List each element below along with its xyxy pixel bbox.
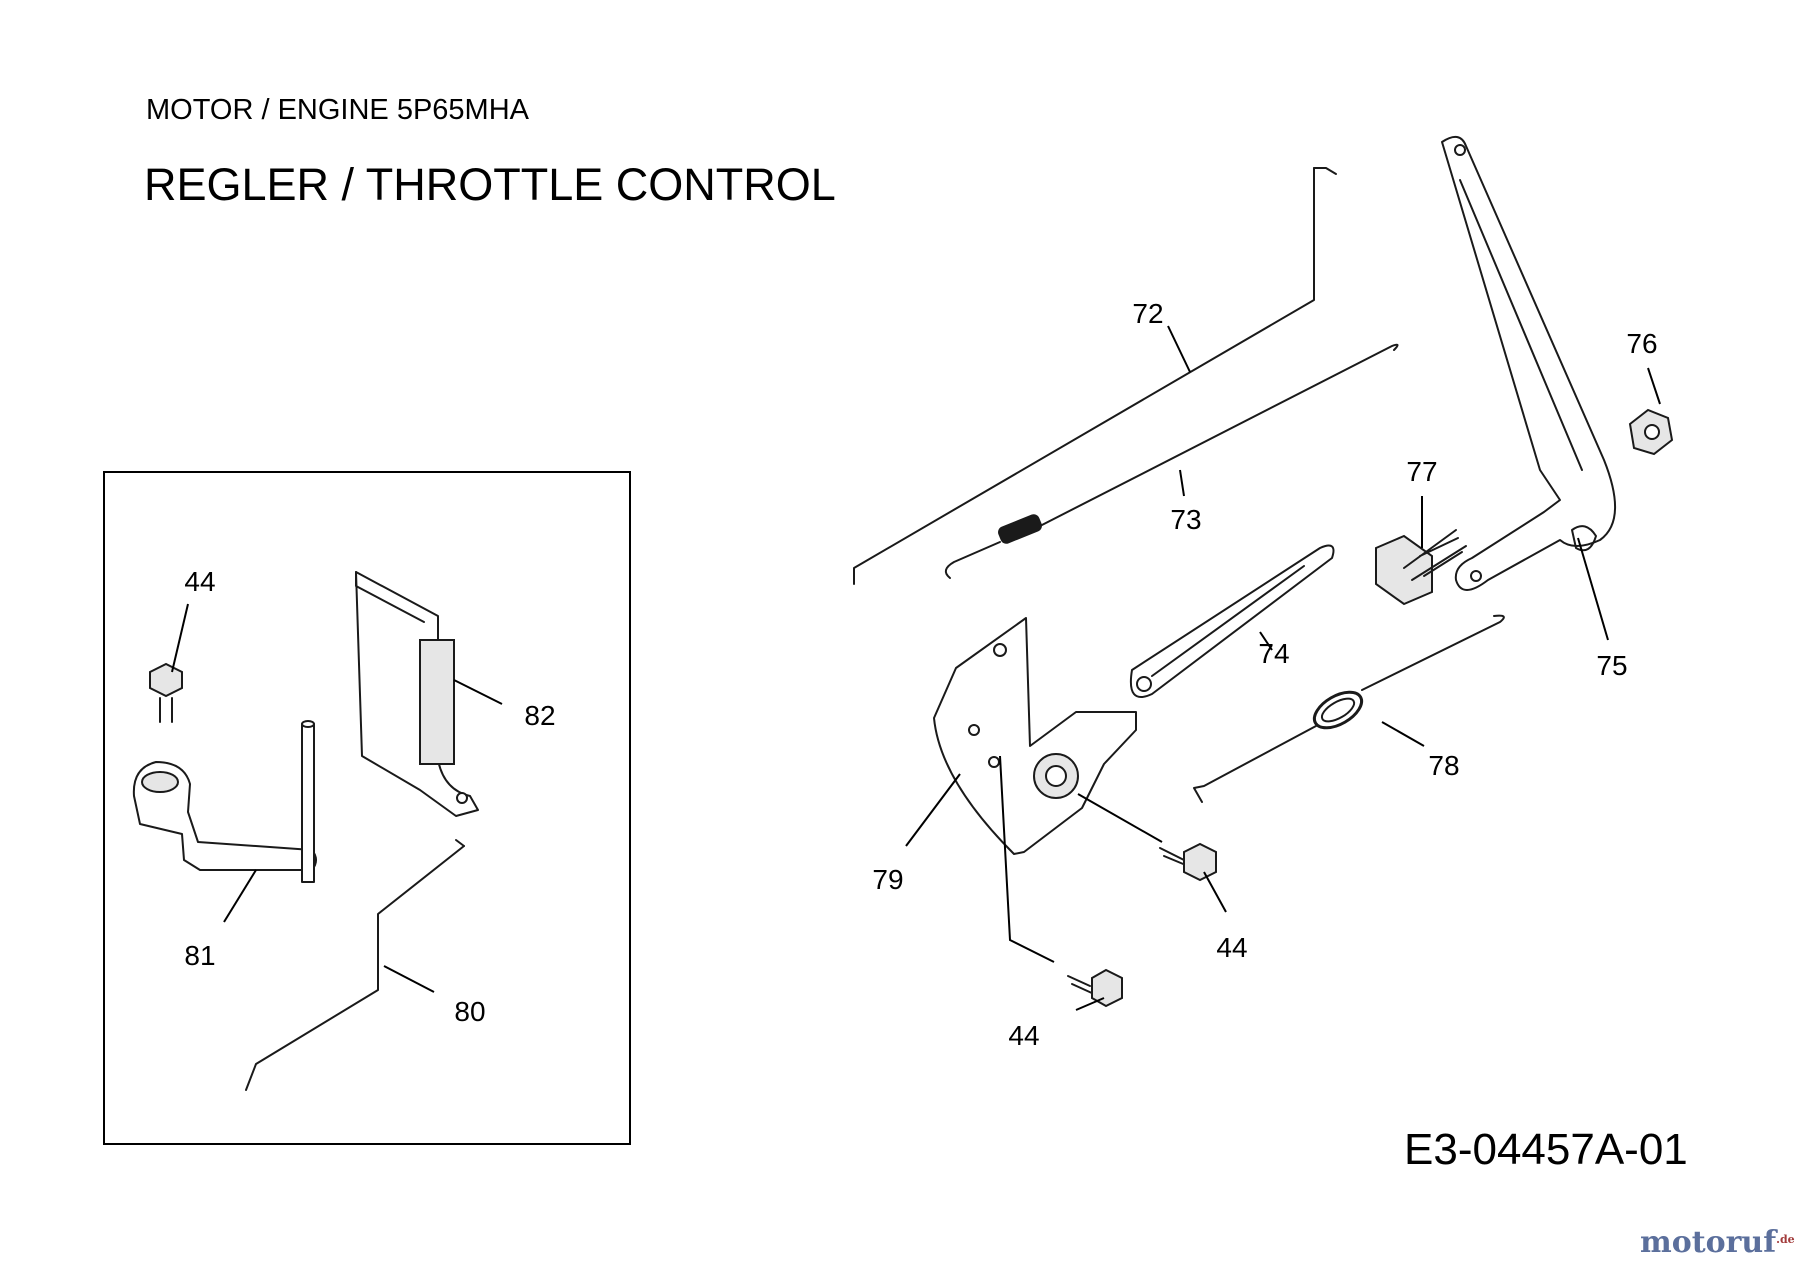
- part-79-control-bracket: [933, 617, 1137, 855]
- watermark-logo: motoruf.de: [1640, 1228, 1795, 1258]
- drawing-number: E3-04457A-01: [1404, 1125, 1688, 1174]
- callout-82: 82: [524, 700, 556, 731]
- part-44-bolt-right: [1159, 842, 1217, 882]
- callout-44-inset: 44: [184, 566, 216, 597]
- part-75-throttle-lever: [1441, 135, 1616, 591]
- callout-80: 80: [454, 996, 486, 1027]
- part-76-flange-nut: [1628, 408, 1674, 456]
- callout-44-lower: 44: [1008, 1020, 1040, 1051]
- inset-frame: [103, 471, 631, 1145]
- callout-44-right: 44: [1216, 932, 1248, 963]
- callout-74: 74: [1258, 638, 1290, 669]
- part-74-slotted-link: [1130, 544, 1335, 698]
- part-81-lever-with-pin: [132, 720, 317, 883]
- callout-75: 75: [1596, 650, 1628, 681]
- callout-81: 81: [184, 940, 216, 971]
- watermark-name: motoruf: [1640, 1225, 1777, 1260]
- part-44-bolt-inset: [149, 662, 183, 723]
- part-44-bolt-lower: [1067, 968, 1123, 1008]
- page-title: REGLER / THROTTLE CONTROL: [144, 159, 836, 210]
- watermark-suffix: .de: [1776, 1233, 1795, 1246]
- part-77-carriage-bolt: [1375, 529, 1467, 606]
- part-80-linkage-rod: [245, 839, 465, 1091]
- callout-79: 79: [872, 864, 904, 895]
- part-72-rod: [853, 167, 1337, 585]
- callout-73: 73: [1170, 504, 1202, 535]
- callout-77: 77: [1406, 456, 1438, 487]
- callout-76: 76: [1626, 328, 1658, 359]
- part-73-spring-link: [944, 343, 1399, 579]
- part-82-spring-bracket: [355, 571, 479, 817]
- callout-72: 72: [1132, 298, 1164, 329]
- leader-lines: [171, 325, 1661, 1011]
- engine-subtitle: MOTOR / ENGINE 5P65MHA: [146, 94, 529, 126]
- part-78-return-spring: [1193, 614, 1505, 803]
- callout-78: 78: [1428, 750, 1460, 781]
